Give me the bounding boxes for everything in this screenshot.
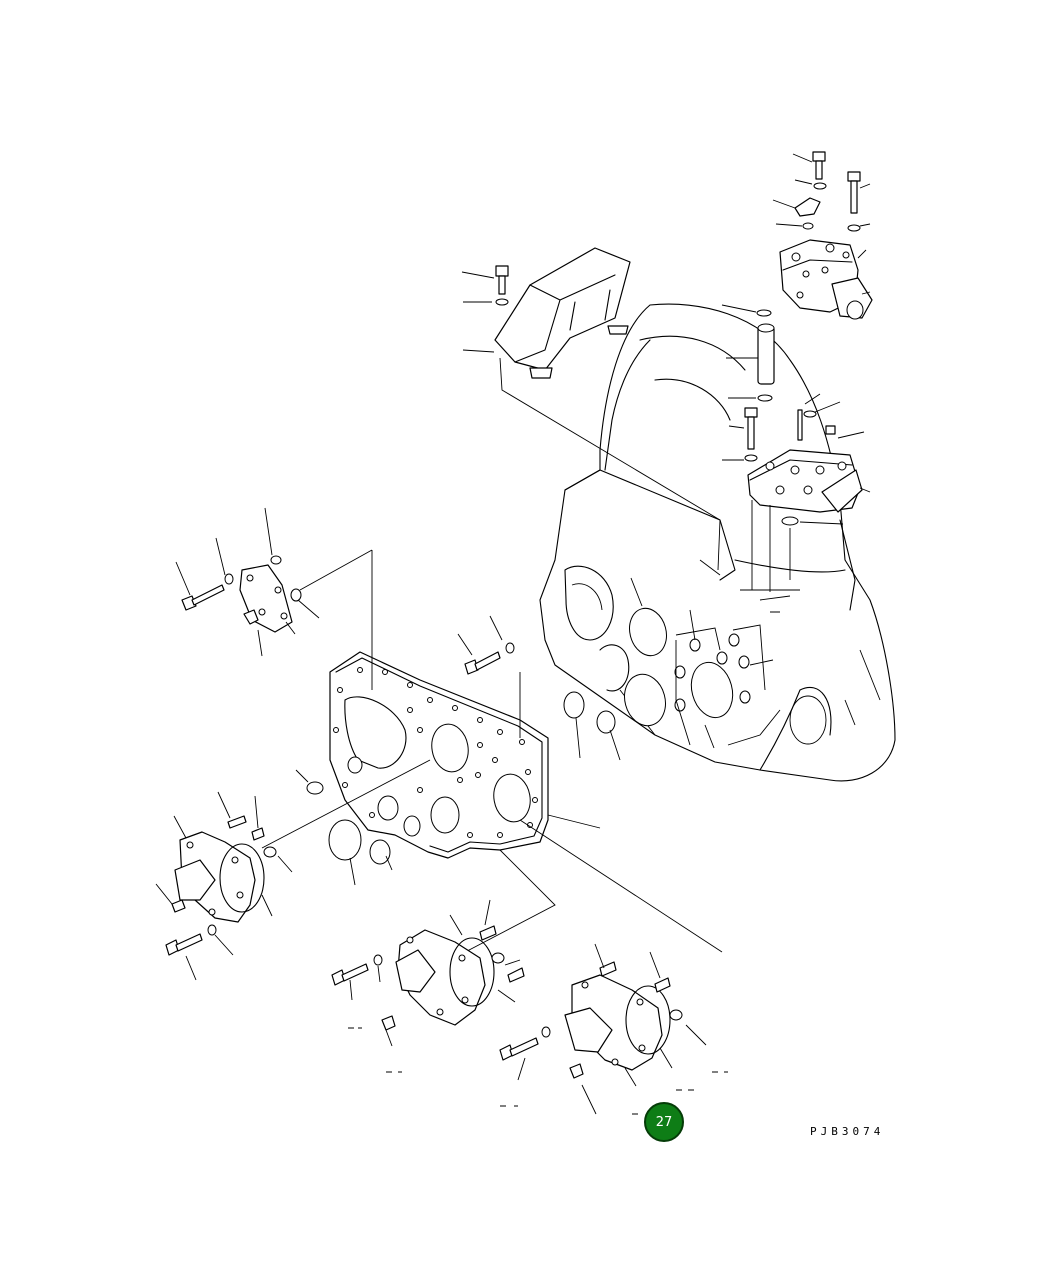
page-number-badge[interactable]: 27 bbox=[644, 1102, 684, 1142]
sleeve-valve bbox=[757, 310, 774, 401]
case-gaskets bbox=[564, 590, 800, 745]
plate-bolt bbox=[307, 643, 514, 794]
top-cover bbox=[495, 248, 720, 570]
front-plate bbox=[300, 550, 722, 960]
pump-left bbox=[166, 760, 430, 955]
middle-valve-block bbox=[745, 408, 862, 592]
upper-valve-assembly bbox=[780, 152, 872, 319]
plate-holes bbox=[334, 668, 538, 838]
small-cover-left bbox=[182, 556, 301, 632]
drawing-code: PJB3074 bbox=[810, 1125, 885, 1138]
top-bolt bbox=[496, 266, 508, 305]
pump-middle bbox=[332, 926, 524, 1030]
pump-right bbox=[500, 962, 682, 1078]
callout-lines bbox=[156, 154, 870, 1114]
